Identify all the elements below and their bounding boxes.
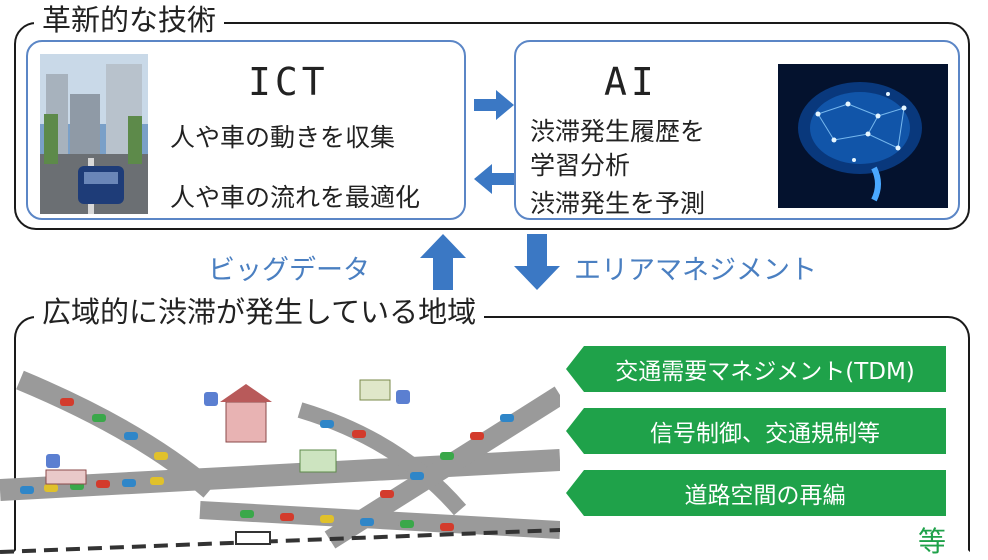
- etc-label: 等: [918, 525, 947, 558]
- innovative-tech-frame: [14, 22, 970, 230]
- congestion-area-frame: [14, 316, 970, 552]
- arrow-down-icon: [514, 234, 560, 290]
- ai-brain-image: [778, 64, 948, 208]
- congestion-area-title: 広域的に渋滞が発生している地域: [34, 298, 485, 327]
- congested-area-map-illustration: [0, 370, 560, 554]
- arrow-up-icon: [420, 234, 466, 290]
- ai-history-text: 渋滞発生履歴を: [530, 117, 706, 146]
- ict-optimize-text: 人や車の流れを最適化: [170, 183, 421, 212]
- big-data-label: ビッグデータ: [208, 255, 370, 286]
- innovative-tech-title: 革新的な技術: [34, 6, 225, 35]
- ai-predict-text: 渋滞発生を予測: [530, 189, 706, 218]
- arrow-left-icon: [474, 164, 514, 194]
- street-photo-image: [40, 54, 148, 214]
- measure-signal-control: 信号制御、交通規制等: [566, 408, 946, 454]
- area-management-label: エリアマネジメント: [574, 255, 817, 286]
- ict-collect-text: 人や車の動きを収集: [170, 123, 396, 152]
- arrow-right-icon: [474, 90, 514, 120]
- measure-road-space: 道路空間の再編: [566, 470, 946, 516]
- ict-title: ICT: [248, 60, 329, 104]
- measure-tdm: 交通需要マネジメント(TDM): [566, 346, 946, 392]
- ai-analysis-text: 学習分析: [530, 151, 631, 180]
- ai-title: AI: [604, 60, 658, 104]
